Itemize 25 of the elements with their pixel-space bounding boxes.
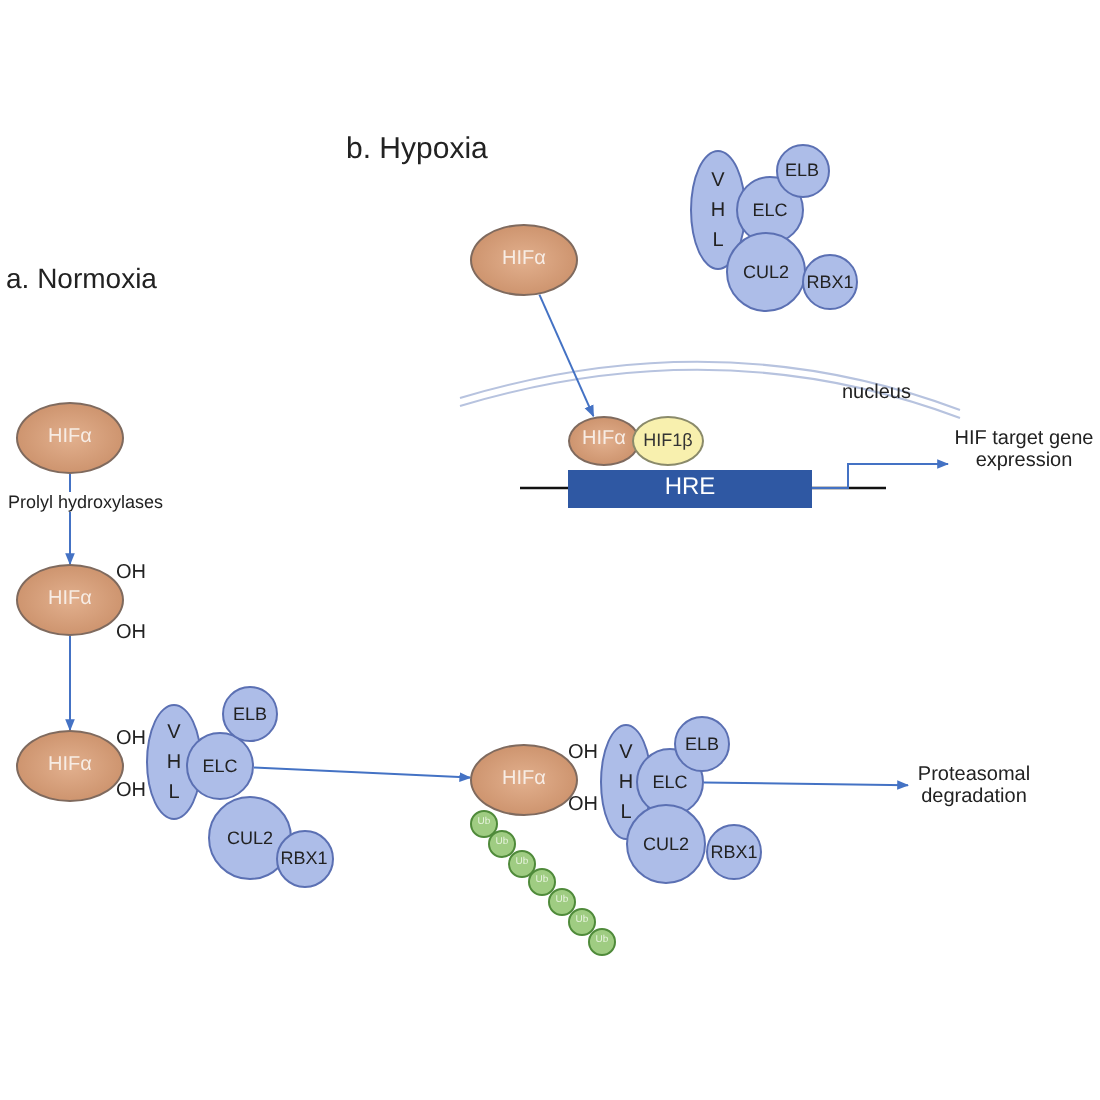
protein-circle: RBX1: [706, 824, 762, 880]
region-label: nucleus: [842, 382, 911, 404]
dna-element-box: HRE: [568, 469, 812, 507]
protein-ellipse: V H L: [690, 150, 746, 270]
outcome-text: HIF target gene expression: [948, 422, 1100, 478]
protein-ellipse: V H L: [146, 704, 202, 820]
arrow: [703, 780, 910, 790]
protein-circle: CUL2: [726, 232, 806, 312]
protein-ellipse: HIF1β: [632, 415, 704, 465]
panel-heading: b. Hypoxia: [346, 132, 488, 166]
arrow: [811, 459, 950, 489]
protein-ellipse: HIFα: [568, 415, 640, 465]
protein-circle: ELB: [674, 716, 730, 772]
arrow: [253, 766, 472, 782]
protein-ellipse: HIFα: [16, 402, 124, 474]
protein-circle: RBX1: [802, 254, 858, 310]
arrow: [65, 635, 75, 732]
edge-label: Prolyl hydroxylases: [6, 492, 166, 512]
protein-circle: RBX1: [275, 829, 333, 887]
protein-ellipse: HIFα: [470, 224, 578, 296]
protein-circle: ELB: [775, 143, 829, 197]
panel-heading: a. Normoxia: [6, 262, 157, 294]
protein-circle: ELB: [222, 686, 278, 742]
arrow: [538, 293, 595, 418]
outcome-text: Proteasomal degradation: [908, 758, 1040, 814]
